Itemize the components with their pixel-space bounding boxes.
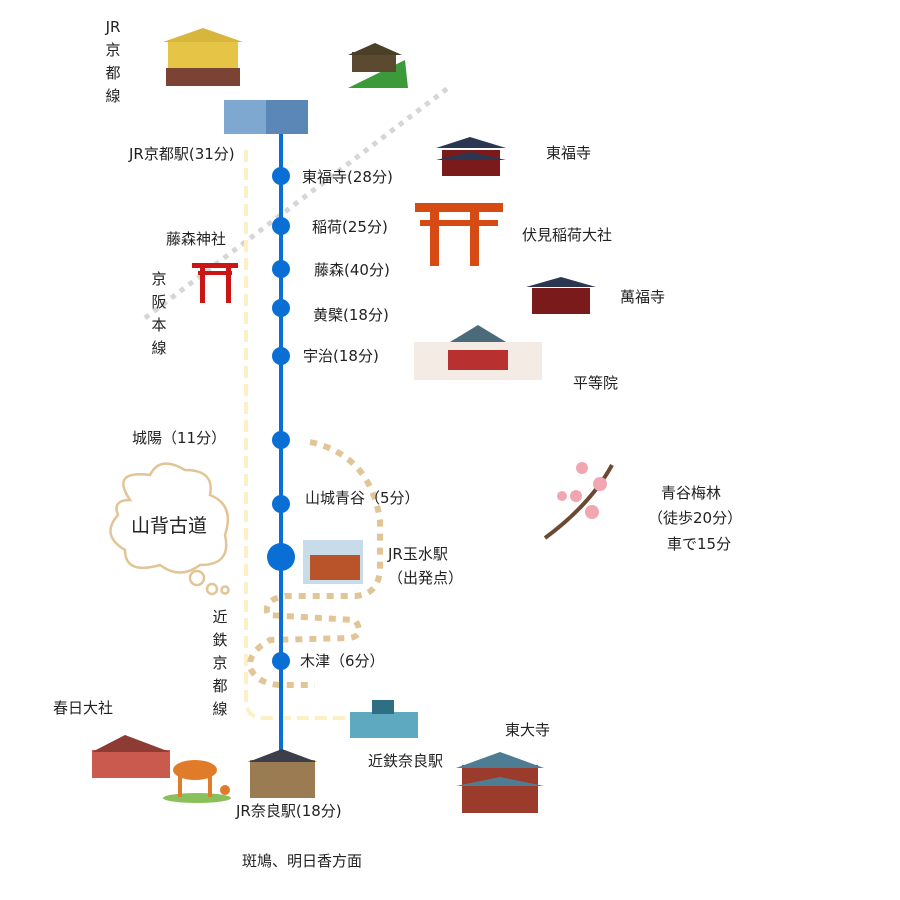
sight-manpukuji: 萬福寺 (620, 288, 666, 306)
station-dot-aodani[interactable] (272, 495, 290, 513)
station-label-uji[interactable]: 宇治(18分) (303, 347, 379, 365)
jr-nara-station-illustration (248, 749, 317, 798)
station-label-inari[interactable]: 稲荷(25分) (312, 218, 388, 236)
line-label-keihan: 京阪本線 (151, 270, 167, 357)
cloud-bubble (109, 462, 230, 596)
station-label-obaku[interactable]: 黄檗(18分) (313, 306, 389, 324)
station-label-jr-nara[interactable]: JR奈良駅(18分) (236, 802, 342, 820)
kasuga-illustration (92, 735, 170, 778)
sight-aodani-car: 車で15分 (667, 535, 732, 553)
sight-tofukuji: 東福寺 (546, 144, 592, 162)
kiyomizu-illustration (348, 43, 408, 88)
station-dot-tofukuji[interactable] (272, 167, 290, 185)
sight-todaiji: 東大寺 (505, 721, 551, 739)
station-label-tamamizu[interactable]: JR玉水駅 (388, 545, 448, 563)
kintetsu-nara-station-illustration (350, 700, 418, 738)
line-label-kintetsu: 近鉄京都線 (212, 608, 228, 718)
destination-label: 斑鳩、明日香方面 (242, 852, 363, 870)
station-label-kintetsu-nara[interactable]: 近鉄奈良駅 (368, 752, 444, 770)
sight-aodani-walk: （徒歩20分） (648, 509, 743, 527)
sight-kasuga: 春日大社 (53, 699, 114, 717)
sight-fujinomori: 藤森神社 (166, 230, 227, 248)
plum-blossom-illustration (543, 462, 614, 540)
station-dots (267, 167, 295, 670)
station-label-aodani[interactable]: 山城青谷（5分） (305, 489, 420, 507)
station-dot-uji[interactable] (272, 347, 290, 365)
todaiji-illustration (456, 752, 544, 813)
station-dot-fujinomori[interactable] (272, 260, 290, 278)
kyoto-station-illustration (224, 100, 308, 134)
station-dot-inari[interactable] (272, 217, 290, 235)
torii-large-illustration (415, 203, 503, 266)
kintetsu-line (244, 150, 350, 720)
station-label-kizu[interactable]: 木津（6分） (300, 652, 385, 670)
torii-fujinomori-illustration (192, 263, 238, 303)
station-label-tofukuji[interactable]: 東福寺(28分) (302, 168, 393, 186)
sight-fushimi-inari: 伏見稲荷大社 (522, 226, 613, 244)
station-label-tamamizu-sub: （出発点） (388, 569, 464, 587)
station-dot-kizu[interactable] (272, 652, 290, 670)
station-dot-tamamizu[interactable] (267, 543, 295, 571)
station-dot-obaku[interactable] (272, 299, 290, 317)
station-dot-joyo[interactable] (272, 431, 290, 449)
line-label-jr-kyoto: JR京都線 (105, 18, 121, 105)
station-label-fujinomori[interactable]: 藤森(40分) (314, 261, 390, 279)
tamamizu-station-illustration (303, 540, 363, 584)
sight-aodani: 青谷梅林 (661, 484, 722, 502)
cloud-label: 山背古道 (131, 515, 208, 537)
deer-illustration (163, 760, 231, 803)
manpukuji-illustration (526, 277, 596, 314)
tofukuji-illustration (436, 137, 506, 176)
station-label-kyoto[interactable]: JR京都駅(31分) (129, 145, 235, 163)
keihan-line (143, 86, 450, 320)
station-label-joyo[interactable]: 城陽（11分） (132, 429, 227, 447)
kinkakuji-illustration (163, 28, 243, 86)
sight-byodoin: 平等院 (573, 374, 619, 392)
yamashiro-trail (246, 439, 383, 688)
byodoin-illustration (414, 325, 542, 380)
